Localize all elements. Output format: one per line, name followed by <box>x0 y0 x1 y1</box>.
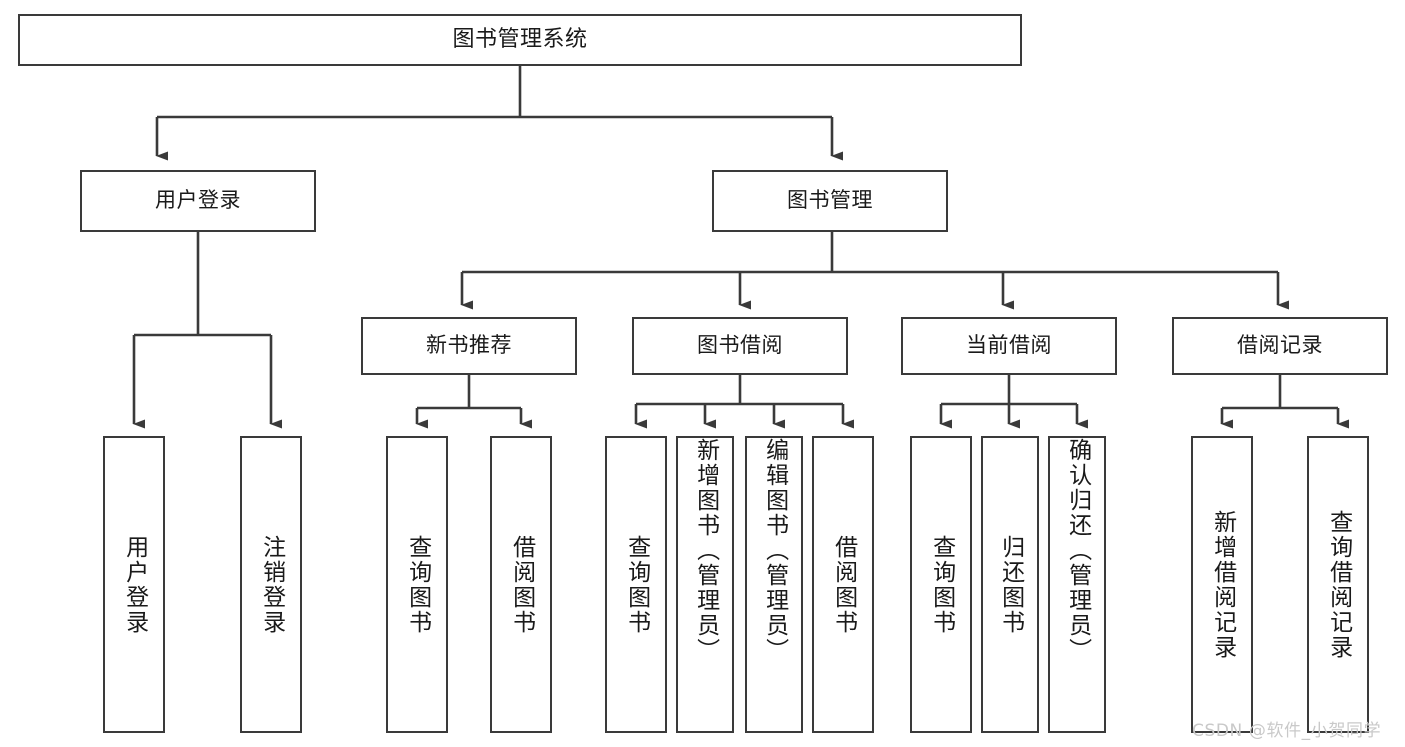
leaf-book-borrow-borrow-books[interactable]: 借阅图书 <box>812 436 874 733</box>
node-label: 新增借阅记录 <box>1209 509 1236 660</box>
node-book-management[interactable]: 图书管理 <box>712 170 948 232</box>
node-book-borrow[interactable]: 图书借阅 <box>632 317 848 375</box>
node-label: 借阅记录 <box>1237 333 1323 358</box>
node-label: 查询图书 <box>928 534 955 635</box>
leaf-book-borrow-query-books[interactable]: 查询图书 <box>605 436 667 733</box>
leaf-user-login-login[interactable]: 用户登录 <box>103 436 165 733</box>
node-label: 查询借阅记录 <box>1325 509 1352 660</box>
node-label: 借阅图书 <box>508 534 535 635</box>
csdn-watermark: CSDN @软件_小贺同学 <box>1192 721 1382 741</box>
node-label: 图书管理 <box>787 188 873 213</box>
node-label: 查询图书 <box>623 534 650 635</box>
node-label: 归还图书 <box>997 534 1024 635</box>
node-label: 注销登录 <box>258 534 285 635</box>
node-new-book-recommend[interactable]: 新书推荐 <box>361 317 577 375</box>
node-label: 新书推荐 <box>426 333 512 358</box>
leaf-borrow-record-add-record[interactable]: 新增借阅记录 <box>1191 436 1253 733</box>
node-label: 图书管理系统 <box>452 26 588 52</box>
node-label: 当前借阅 <box>966 333 1052 358</box>
leaf-new-book-borrow-books[interactable]: 借阅图书 <box>490 436 552 733</box>
node-label: 编辑图书（管理员） <box>761 438 788 663</box>
node-label: 借阅图书 <box>830 534 857 635</box>
node-label: 图书借阅 <box>697 333 783 358</box>
node-label: 用户登录 <box>155 188 241 213</box>
leaf-new-book-query-books[interactable]: 查询图书 <box>386 436 448 733</box>
leaf-current-borrow-query-books[interactable]: 查询图书 <box>910 436 972 733</box>
node-label: 用户登录 <box>121 534 148 635</box>
node-label: 查询图书 <box>404 534 431 635</box>
node-root-book-management-system[interactable]: 图书管理系统 <box>18 14 1022 66</box>
node-label: 新增图书（管理员） <box>692 438 719 663</box>
node-current-borrow[interactable]: 当前借阅 <box>901 317 1117 375</box>
leaf-borrow-record-query-record[interactable]: 查询借阅记录 <box>1307 436 1369 733</box>
node-user-login[interactable]: 用户登录 <box>80 170 316 232</box>
leaf-user-login-logout[interactable]: 注销登录 <box>240 436 302 733</box>
node-label: 确认归还（管理员） <box>1064 438 1091 663</box>
leaf-book-borrow-add-book-admin[interactable]: 新增图书（管理员） <box>676 436 734 733</box>
leaf-book-borrow-edit-book-admin[interactable]: 编辑图书（管理员） <box>745 436 803 733</box>
node-borrow-record[interactable]: 借阅记录 <box>1172 317 1388 375</box>
leaf-current-borrow-confirm-return-admin[interactable]: 确认归还（管理员） <box>1048 436 1106 733</box>
leaf-current-borrow-return-books[interactable]: 归还图书 <box>981 436 1039 733</box>
